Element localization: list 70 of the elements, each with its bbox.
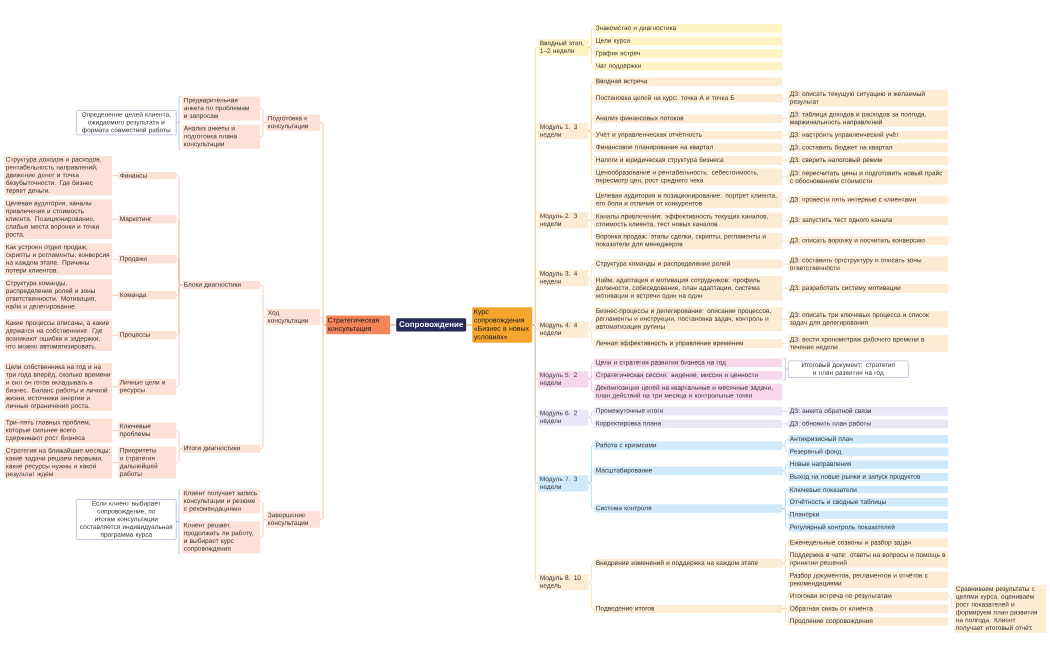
connector-line — [782, 470, 789, 478]
connector-line — [112, 386, 119, 388]
connector-line — [260, 284, 267, 318]
connector-line — [588, 277, 595, 289]
connector-line — [588, 118, 595, 132]
connector-line — [588, 581, 595, 610]
connector-line — [176, 448, 183, 463]
connector-line — [588, 319, 595, 330]
connector-line — [260, 501, 267, 520]
connector-line — [588, 220, 595, 221]
connector-line — [782, 563, 789, 581]
connector-line — [588, 417, 595, 425]
connector-line — [588, 40, 595, 48]
connector-line — [588, 375, 595, 380]
connector-line — [782, 134, 789, 136]
connector-line — [112, 462, 119, 463]
central-topic-box: Сопровождение — [396, 318, 467, 332]
connector-line — [782, 501, 789, 509]
connector-line — [782, 176, 789, 178]
connector-line — [389, 324, 397, 326]
connector-line — [260, 108, 267, 123]
connector-line — [782, 608, 789, 622]
connector-line — [588, 483, 595, 509]
connector-line — [782, 118, 789, 119]
connector-line — [782, 97, 789, 99]
connector-line — [176, 284, 183, 388]
connector-line — [260, 316, 267, 449]
connector-line — [588, 220, 595, 242]
connector-line — [588, 563, 595, 583]
connector-line — [260, 122, 267, 138]
connector-line — [112, 175, 119, 176]
connector-line — [588, 199, 595, 221]
connector-line — [782, 508, 789, 528]
connector-line — [782, 559, 789, 564]
connector-line — [588, 130, 595, 178]
connector-line — [782, 220, 789, 221]
connector-line — [782, 147, 789, 148]
connector-line — [112, 219, 119, 220]
connector-line — [588, 263, 595, 279]
connector-line — [112, 295, 119, 296]
connector-line — [782, 596, 789, 610]
connector-line — [782, 439, 789, 446]
connector-line — [532, 324, 539, 583]
connector-line — [782, 199, 789, 201]
connector-line — [532, 277, 539, 326]
connector-line — [782, 160, 789, 161]
connector-line — [112, 259, 119, 260]
connector-line — [588, 329, 595, 344]
connector-line — [782, 464, 789, 472]
connector-line — [782, 319, 789, 320]
connector-line — [320, 324, 327, 520]
connector-line — [588, 411, 595, 418]
connector-line — [782, 343, 789, 344]
connector-line — [782, 240, 789, 242]
connector-line — [465, 324, 473, 326]
connector-line — [112, 334, 119, 336]
connector-line — [320, 316, 327, 326]
connector-line — [260, 519, 267, 538]
connector-line — [588, 47, 595, 67]
connector-line — [782, 288, 789, 289]
connector-line — [176, 259, 183, 286]
connector-line — [176, 430, 183, 449]
connector-line — [588, 470, 595, 484]
connector-line — [782, 445, 789, 453]
connector-line — [782, 608, 789, 610]
connector-line — [782, 411, 789, 412]
connector-line — [782, 263, 789, 265]
connector-line — [588, 379, 595, 393]
connector-line — [112, 430, 119, 431]
connector-line — [948, 596, 955, 610]
